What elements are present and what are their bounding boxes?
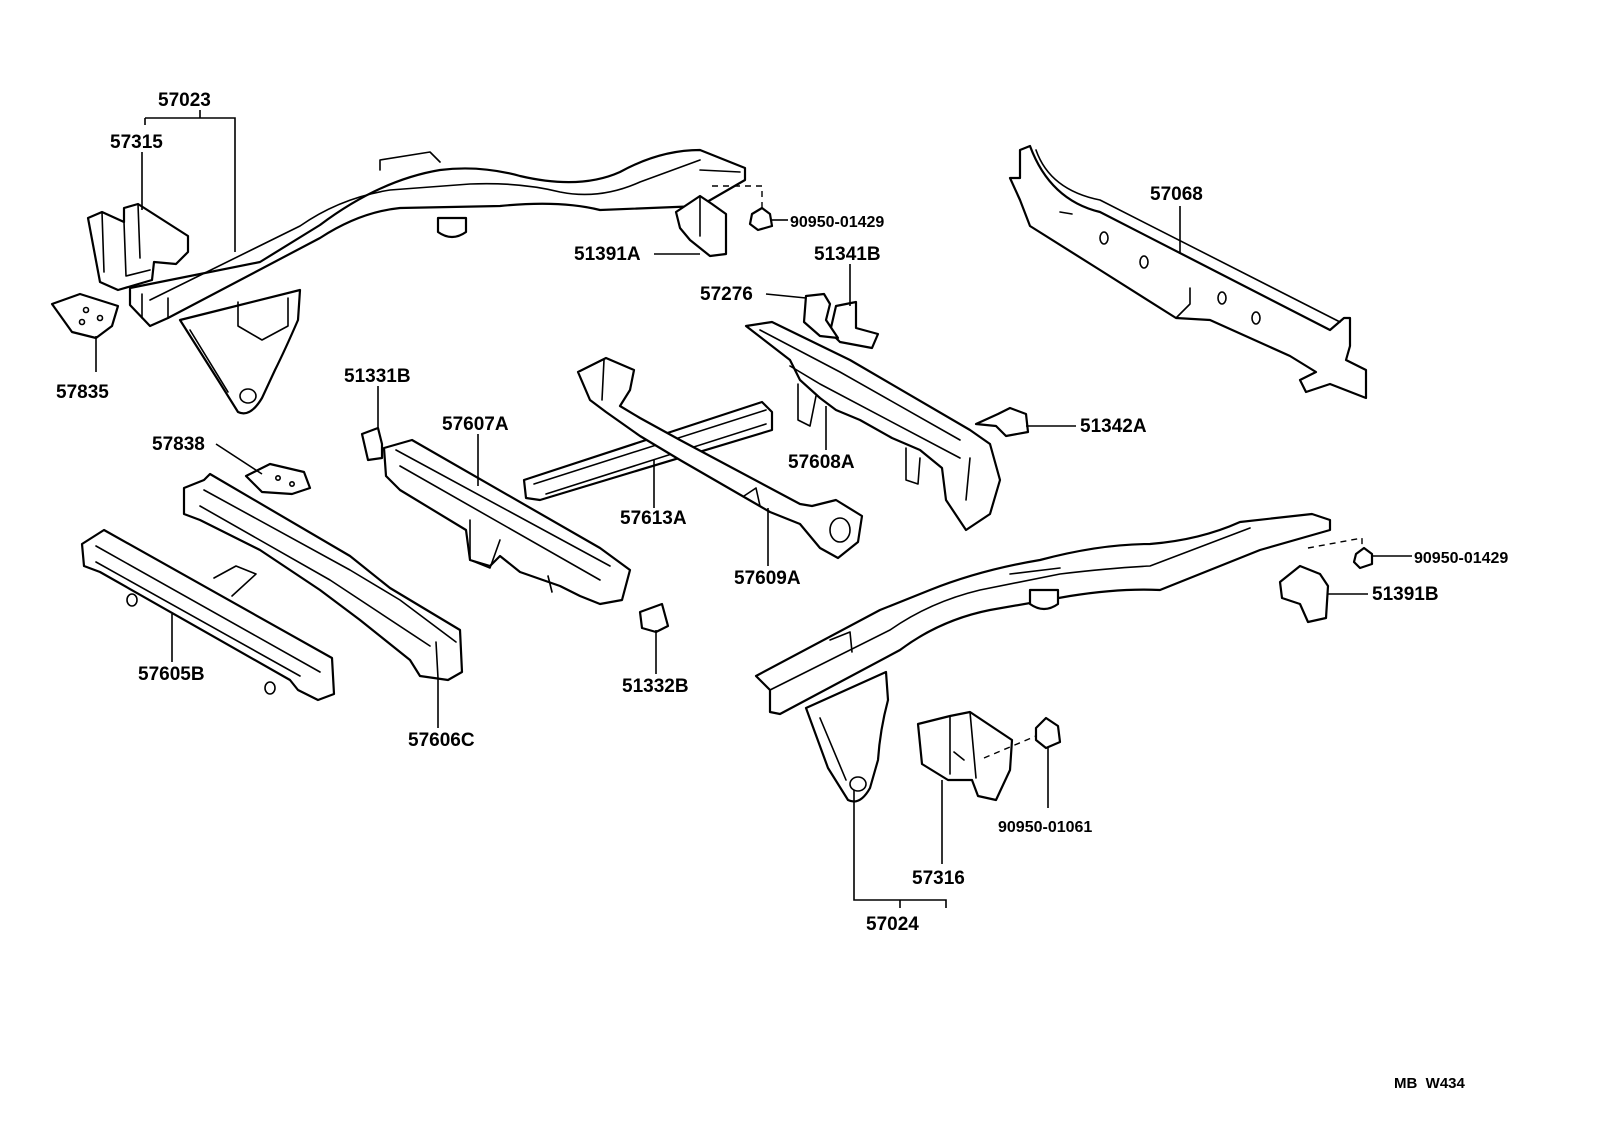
label-57605B: 57605B (138, 664, 205, 685)
label-90950-01429-top: 90950-01429 (790, 214, 884, 231)
member-57609A (576, 356, 864, 560)
frame-rail-57024 (754, 512, 1332, 803)
label-57024: 57024 (866, 914, 919, 935)
label-51331B: 51331B (344, 366, 411, 387)
bracket-57316 (916, 710, 1014, 802)
label-57613A: 57613A (620, 508, 687, 529)
part-labels: 57023 57315 57835 51391A 90950-01429 570… (56, 90, 1508, 1092)
bracket-51341B (828, 300, 880, 350)
frame-rail-57023 (128, 148, 747, 415)
drawing-code: MB W434 (1394, 1075, 1466, 1092)
nut-90950-01429-right (1352, 546, 1374, 570)
label-57316: 57316 (912, 868, 965, 889)
nut-90950-01061 (1034, 716, 1062, 750)
plate-57835 (50, 292, 120, 340)
label-57276: 57276 (700, 284, 753, 305)
bracket-51342A (974, 406, 1030, 438)
member-57607A (382, 438, 632, 606)
label-57838: 57838 (152, 434, 205, 455)
label-57609A: 57609A (734, 568, 801, 589)
bracket-51391B (1278, 564, 1330, 624)
member-57608A (744, 320, 1002, 532)
leader-lines (95, 110, 1412, 908)
label-57835: 57835 (56, 382, 109, 403)
member-57605B (80, 528, 336, 702)
bracket-51391A (674, 194, 728, 258)
label-57608A: 57608A (788, 452, 855, 473)
label-51391B: 51391B (1372, 584, 1439, 605)
crossmember-57068 (1008, 144, 1368, 400)
bracket-57315 (86, 202, 190, 292)
clip-51331B (360, 426, 384, 462)
dashed-line-01061 (983, 735, 1037, 759)
label-51341B: 51341B (814, 244, 881, 265)
label-57607A: 57607A (442, 414, 509, 435)
plate-57838 (244, 462, 312, 496)
dashed-line-right (1307, 537, 1363, 549)
member-57613A (522, 400, 774, 502)
dashed-line-top (712, 185, 763, 208)
label-57023: 57023 (158, 90, 211, 111)
label-57068: 57068 (1150, 184, 1203, 205)
label-90950-01429-right: 90950-01429 (1414, 550, 1508, 567)
clip-51332B (638, 602, 670, 634)
member-57606C (182, 472, 464, 682)
label-51332B: 51332B (622, 676, 689, 697)
label-57315: 57315 (110, 132, 163, 153)
label-90950-01061: 90950-01061 (998, 819, 1092, 836)
label-57606C: 57606C (408, 730, 475, 751)
label-51391A: 51391A (574, 244, 641, 265)
nut-90950-01429-top (748, 206, 774, 232)
bracket-57276 (802, 292, 840, 340)
label-51342A: 51342A (1080, 416, 1147, 437)
